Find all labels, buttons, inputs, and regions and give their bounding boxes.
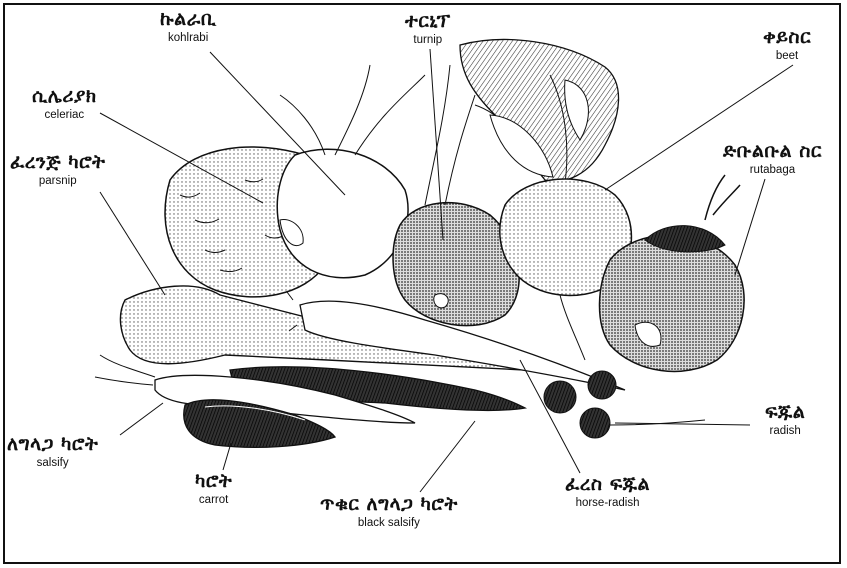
label-carrot: ካሮት carrot	[195, 472, 232, 506]
label-salsify-amharic: ለግላጋ ካሮት	[7, 435, 98, 455]
label-black-salsify: ጥቁር ለግላጋ ካሮት black salsify	[320, 495, 458, 529]
label-rutabaga: ድቡልቡል ስር rutabaga	[723, 142, 822, 176]
label-salsify: ለግላጋ ካሮት salsify	[7, 435, 98, 469]
label-kohlrabi-amharic: ኩልራቢ	[160, 10, 216, 30]
beet-leaves	[460, 40, 619, 183]
label-horse-radish-english: horse-radish	[565, 497, 650, 509]
label-horse-radish: ፈረስ ፍጁል horse-radish	[565, 475, 650, 509]
label-celeriac: ሲሌሪያክ celeriac	[32, 87, 97, 121]
label-black-salsify-english: black salsify	[320, 517, 458, 529]
label-radish: ፍጁል radish	[765, 403, 805, 437]
label-kohlrabi: ኩልራቢ kohlrabi	[160, 10, 216, 44]
label-rutabaga-amharic: ድቡልቡል ስር	[723, 142, 822, 162]
vegetables-illustration	[5, 5, 843, 566]
label-beet-english: beet	[763, 50, 811, 62]
label-turnip-english: turnip	[405, 34, 451, 46]
label-black-salsify-amharic: ጥቁር ለግላጋ ካሮት	[320, 495, 458, 515]
label-radish-english: radish	[765, 425, 805, 437]
label-beet-amharic: ቀይስር	[763, 28, 811, 48]
label-carrot-english: carrot	[195, 494, 232, 506]
label-beet: ቀይስር beet	[763, 28, 811, 62]
label-parsnip-amharic: ፈረንጅ ካሮት	[10, 153, 106, 173]
label-kohlrabi-english: kohlrabi	[160, 32, 216, 44]
label-celeriac-english: celeriac	[32, 109, 97, 121]
label-carrot-amharic: ካሮት	[195, 472, 232, 492]
label-parsnip: ፈረንጅ ካሮት parsnip	[10, 153, 106, 187]
label-rutabaga-english: rutabaga	[723, 164, 822, 176]
label-salsify-english: salsify	[7, 457, 98, 469]
label-celeriac-amharic: ሲሌሪያክ	[32, 87, 97, 107]
radish-shape	[544, 371, 705, 438]
label-horse-radish-amharic: ፈረስ ፍጁል	[565, 475, 650, 495]
label-turnip-amharic: ተርኒፕ	[405, 12, 451, 32]
diagram-frame: ኩልራቢ kohlrabi ተርኒፕ turnip ቀይስር beet ሲሌሪያ…	[3, 3, 841, 564]
label-parsnip-english: parsnip	[10, 175, 106, 187]
label-radish-amharic: ፍጁል	[765, 403, 805, 423]
label-turnip: ተርኒፕ turnip	[405, 12, 451, 46]
